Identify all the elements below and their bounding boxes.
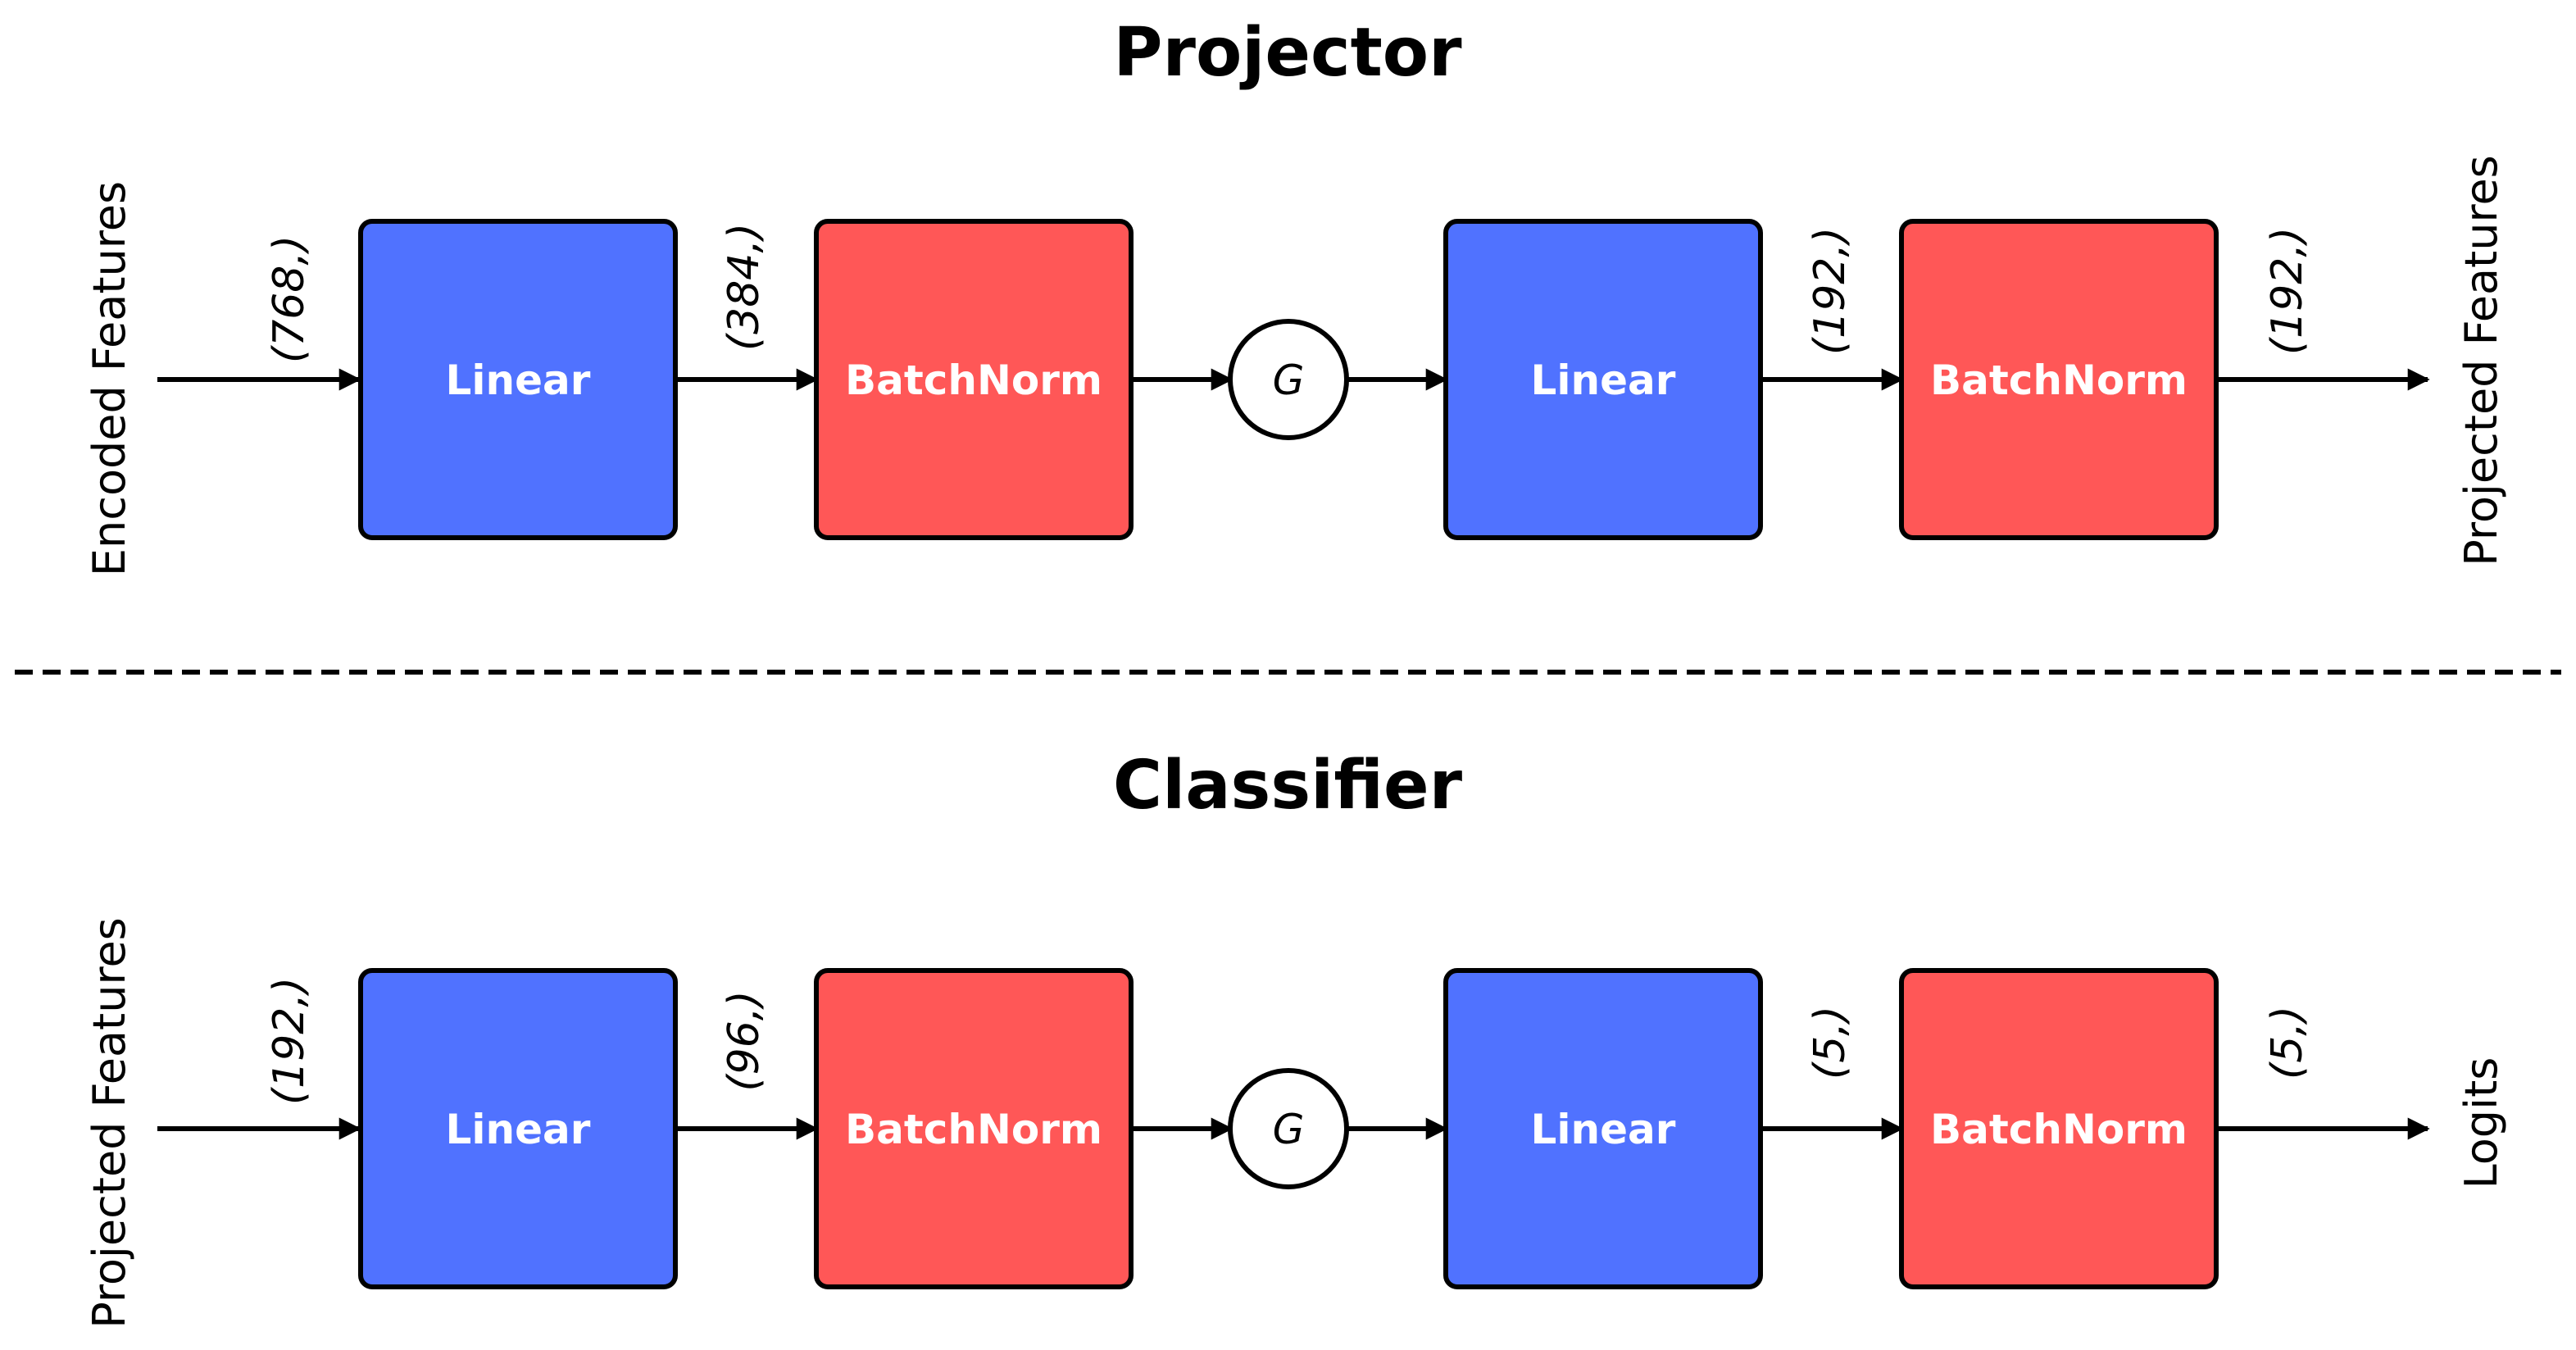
dim-label: (5,) bbox=[2263, 1006, 2312, 1080]
batchnorm-block bbox=[814, 968, 1134, 1289]
linear-block bbox=[358, 968, 678, 1289]
dim-label: (5,) bbox=[1806, 1006, 1855, 1080]
gelu-activation-node bbox=[1228, 319, 1349, 440]
dim-label: (192,) bbox=[265, 977, 314, 1105]
classifier-section: Classifier Projected Features Logits (19… bbox=[84, 747, 2507, 1329]
block-label: BatchNorm bbox=[1930, 357, 2188, 404]
activation-label: G bbox=[1273, 357, 1305, 404]
gelu-activation-node bbox=[1228, 1068, 1349, 1189]
output-label: Projected Features bbox=[2456, 155, 2507, 566]
activation-label: G bbox=[1273, 1106, 1305, 1153]
block-label: Linear bbox=[1531, 1106, 1676, 1153]
block-label: Linear bbox=[446, 1106, 591, 1153]
linear-block bbox=[1443, 968, 1763, 1289]
dim-label: (768,) bbox=[265, 235, 314, 363]
input-label: Projected Features bbox=[84, 917, 135, 1329]
section-title: Projector bbox=[1113, 14, 1462, 92]
section-title: Classifier bbox=[1113, 747, 1463, 825]
input-label: Encoded Features bbox=[84, 181, 135, 576]
dim-label: (384,) bbox=[720, 223, 769, 351]
projector-section: Projector Encoded Features Projected Fea… bbox=[84, 14, 2507, 576]
output-label: Logits bbox=[2456, 1057, 2507, 1189]
block-label: Linear bbox=[1531, 357, 1676, 404]
block-label: Linear bbox=[446, 357, 591, 404]
dim-label: (192,) bbox=[2263, 227, 2312, 355]
dim-label: (96,) bbox=[720, 990, 769, 1091]
batchnorm-block bbox=[1899, 219, 2219, 540]
dim-label: (192,) bbox=[1806, 227, 1855, 355]
linear-block bbox=[1443, 219, 1763, 540]
linear-block bbox=[358, 219, 678, 540]
batchnorm-block bbox=[1899, 968, 2219, 1289]
batchnorm-block bbox=[814, 219, 1134, 540]
block-label: BatchNorm bbox=[845, 1106, 1102, 1153]
block-label: BatchNorm bbox=[845, 357, 1102, 404]
block-label: BatchNorm bbox=[1930, 1106, 2188, 1153]
